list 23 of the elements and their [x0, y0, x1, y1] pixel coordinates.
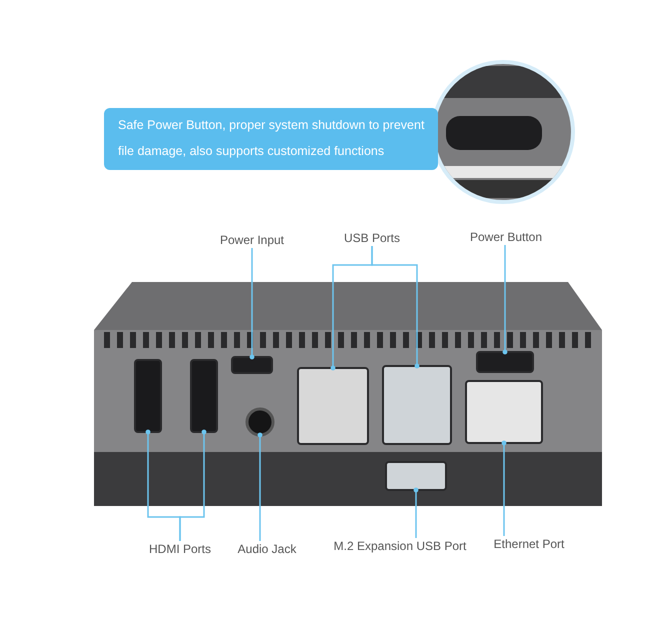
callout-label: Power Input — [212, 232, 292, 248]
callout-label: Audio Jack — [232, 541, 302, 557]
usb-c-port — [231, 356, 273, 374]
usb-port-stack — [297, 367, 369, 445]
callout-label: Ethernet Port — [484, 536, 574, 552]
leader-line — [371, 246, 420, 368]
hdmi-port — [190, 359, 218, 433]
callout-banner: Safe Power Button, proper system shutdown to prevent file damage, also supports customized functions — [104, 108, 438, 170]
power-button — [476, 351, 534, 373]
leader-line — [179, 430, 206, 541]
leader-line — [414, 488, 418, 538]
usb-port — [385, 461, 447, 491]
usb-port-stack — [382, 365, 452, 445]
leader-line — [258, 432, 262, 541]
hdmi-port — [134, 359, 162, 433]
leader-line — [502, 440, 506, 536]
callout-label: HDMI Ports — [145, 541, 215, 557]
ethernet-port — [465, 380, 543, 444]
callout-label: USB Ports — [332, 230, 412, 246]
leader-line — [502, 245, 508, 354]
leader-line — [250, 248, 254, 360]
callout-label: M.2 Expansion USB Port — [330, 538, 470, 554]
callout-label: Power Button — [456, 229, 556, 245]
